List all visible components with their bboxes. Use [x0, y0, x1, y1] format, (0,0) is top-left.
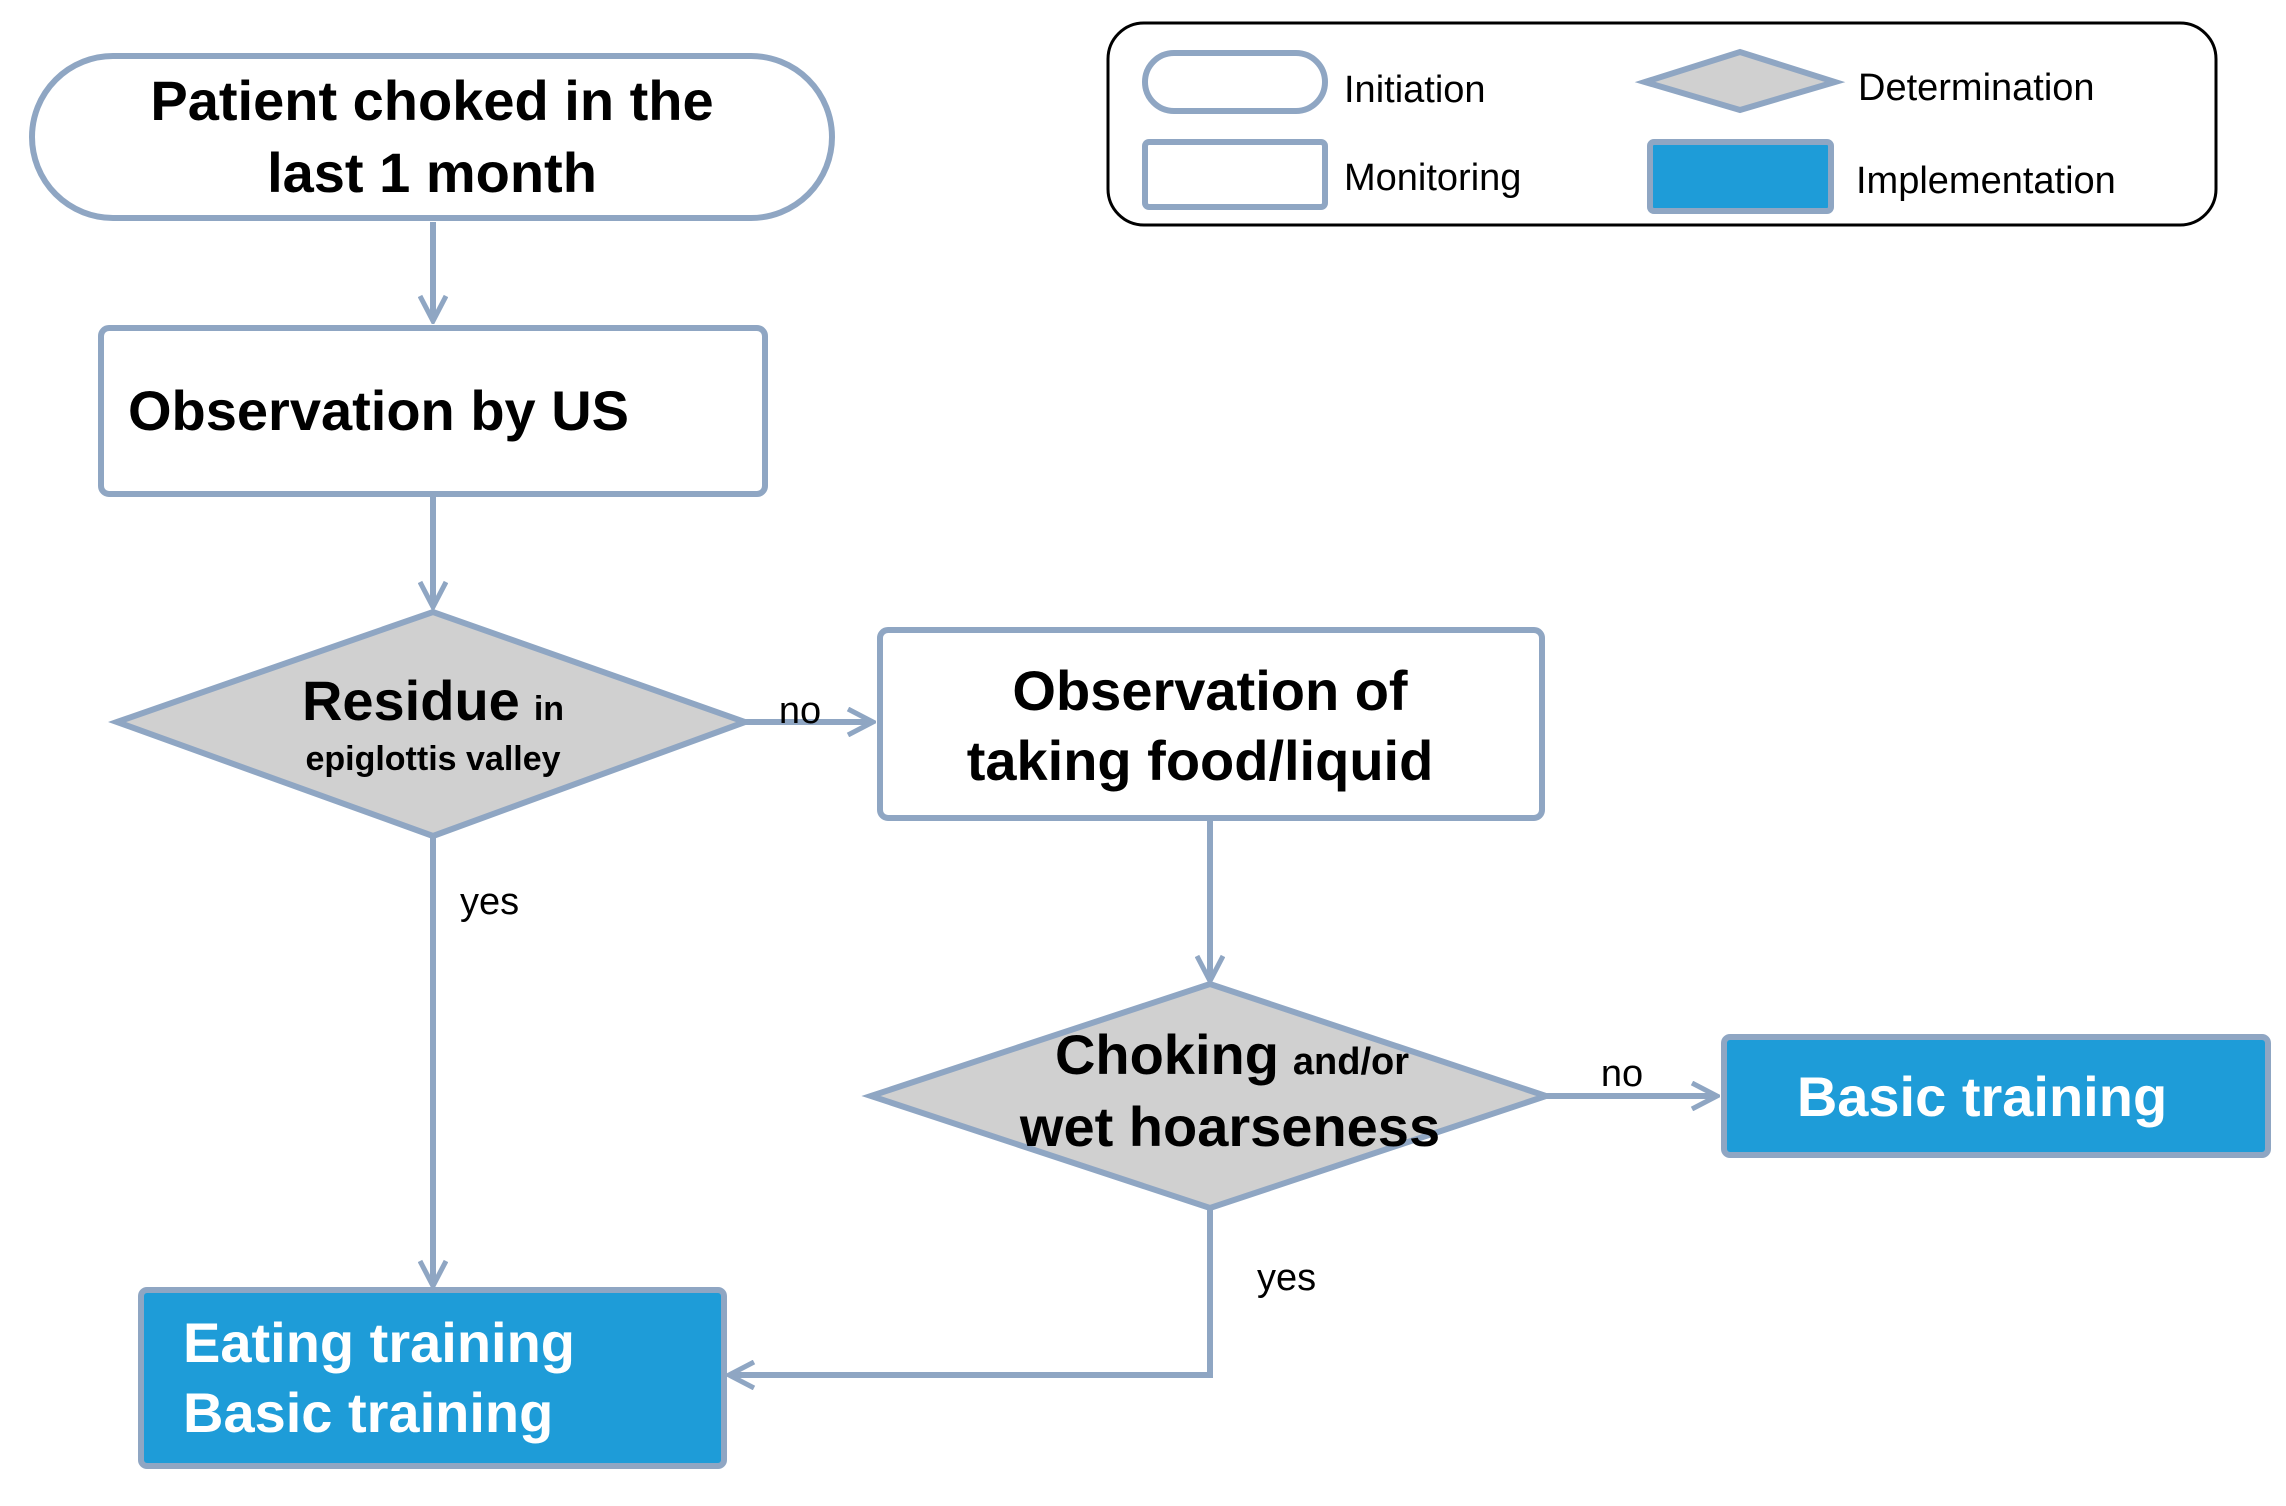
node-choking: Choking and/or wet hoarseness	[861, 980, 1556, 1212]
eating-training-line2: Basic training	[183, 1381, 553, 1444]
legend-initiation-label: Initiation	[1344, 69, 1486, 111]
observation-us-shape	[98, 325, 768, 497]
node-residue: Residue in epiglottis valley	[108, 608, 754, 840]
node-start: Patient choked in the last 1 month	[29, 53, 835, 221]
observation-food-line2: taking food/liquid	[967, 729, 1434, 792]
node-eating-training: Eating training Basic training	[138, 1287, 727, 1469]
legend-monitoring-shape	[1142, 139, 1328, 210]
choking-small: and/or	[1293, 1041, 1409, 1083]
start-shape	[29, 53, 835, 221]
legend: Initiation Determination Monitoring Impl…	[1106, 21, 2218, 227]
start-line2: last 1 month	[267, 141, 597, 204]
choking-main: Choking	[1055, 1023, 1279, 1086]
legend-frame	[1106, 21, 2218, 227]
node-observation-us: Observation by US	[98, 325, 768, 497]
connectors	[433, 222, 1716, 1375]
node-observation-food: Observation of taking food/liquid	[877, 627, 1545, 821]
residue-shape	[108, 608, 754, 840]
observation-food-line1: Observation of	[1012, 659, 1408, 722]
legend-monitoring-label: Monitoring	[1344, 157, 1521, 199]
choking-line1: Choking and/or	[1055, 1023, 1409, 1086]
legend-determination-shape	[1634, 48, 1846, 114]
legend-implementation-label: Implementation	[1856, 160, 2116, 202]
choking-shape	[861, 980, 1556, 1212]
residue-main: Residue	[302, 669, 520, 732]
choking-line2: wet hoarseness	[1019, 1095, 1440, 1158]
legend-initiation-shape	[1142, 50, 1328, 114]
observation-us-label: Observation by US	[128, 379, 629, 442]
basic-training-label: Basic training	[1797, 1065, 2167, 1128]
basic-training-shape	[1721, 1034, 2271, 1158]
edge-label-choking-yes: yes	[1257, 1257, 1316, 1299]
edge-label-residue-yes: yes	[460, 881, 519, 923]
edge-label-choking-no: no	[1601, 1053, 1643, 1095]
legend-implementation-shape	[1647, 139, 1834, 214]
residue-small1: in	[534, 690, 564, 728]
eating-training-shape	[138, 1287, 727, 1469]
eating-training-line1: Eating training	[183, 1311, 575, 1374]
start-line1: Patient choked in the	[150, 69, 713, 132]
residue-line1: Residue in	[302, 669, 564, 732]
residue-line2: epiglottis valley	[305, 740, 560, 778]
legend-determination-label: Determination	[1858, 67, 2095, 109]
arrow-choking-yes	[730, 1210, 1213, 1375]
edge-label-residue-no: no	[779, 690, 821, 732]
node-basic-training: Basic training	[1721, 1034, 2271, 1158]
observation-food-shape	[877, 627, 1545, 821]
